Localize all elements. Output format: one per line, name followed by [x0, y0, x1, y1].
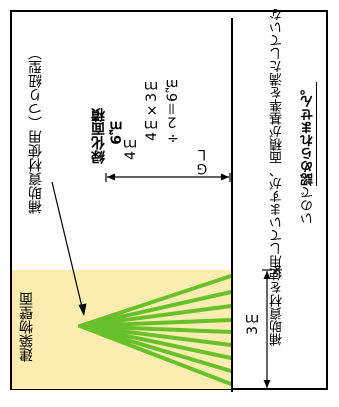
ground-line-label: ＧＬ: [195, 148, 211, 176]
plant-string-5: [78, 324, 233, 334]
width-arrow-left: [107, 173, 115, 181]
plant-string-1: [78, 274, 233, 328]
leader-arrow-line: [51, 181, 83, 308]
material-label: 補助資材使用（つり紐型）: [28, 46, 44, 214]
note-line-2: いので認められません。: [301, 82, 316, 225]
height-dimension-line: [262, 269, 272, 390]
calc-line-1: 4ｍ×3ｍ: [144, 79, 160, 141]
height-arrow-bottom: [263, 380, 271, 388]
plant-string-7: [78, 324, 233, 360]
width-arrow-right: [221, 173, 229, 181]
plant-string-6: [78, 324, 233, 347]
note-line-1: 補助資材を使用していますが、面積が基準を満たしていな: [270, 8, 285, 346]
note-emphasis: 認められません。: [301, 82, 316, 186]
plant-string-8: [78, 324, 233, 373]
plant-string-9: [78, 324, 233, 386]
height-arrow-top: [263, 271, 271, 279]
height-dimension-label: 3ｍ: [245, 312, 261, 335]
plant-string-3: [78, 304, 233, 328]
width-dimension-label: 4ｍ: [123, 137, 139, 160]
note-line-2-prefix: いので: [301, 186, 316, 225]
greening-area-title: 緑化面積: [91, 108, 107, 164]
plant-string-lines: [78, 274, 233, 386]
plant-string-2: [78, 290, 233, 328]
leader-arrow-head: [78, 303, 87, 316]
wall-label: 建築物壁面: [19, 292, 35, 362]
width-dimension-line: [105, 173, 231, 182]
calc-line-2: ÷２＝6㎡: [165, 79, 181, 146]
